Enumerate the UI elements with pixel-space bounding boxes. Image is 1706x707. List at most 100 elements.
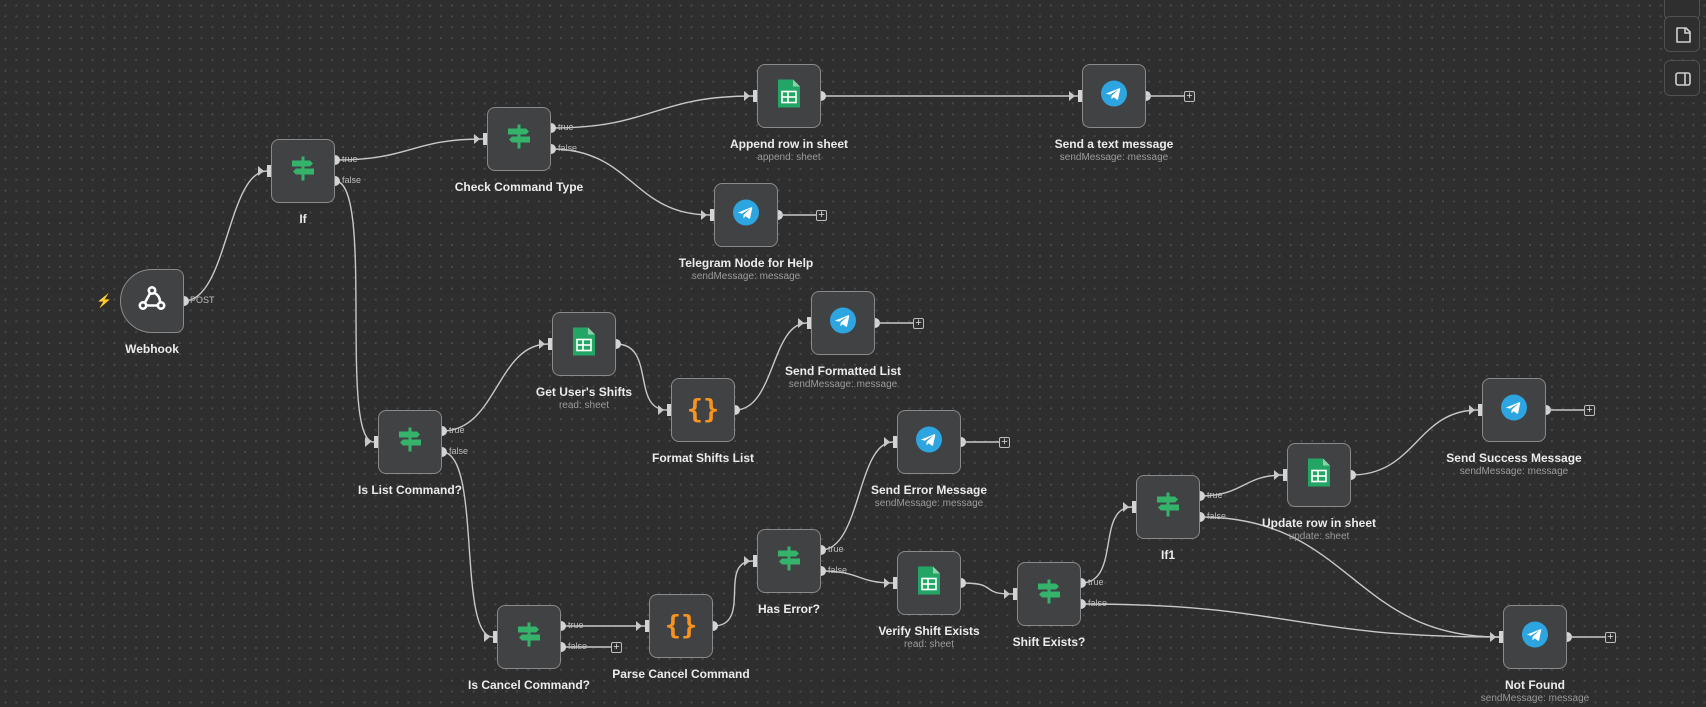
input-handle[interactable] — [753, 90, 757, 102]
node-send-text[interactable] — [1082, 64, 1146, 128]
connection-line[interactable] — [334, 138, 484, 161]
input-handle[interactable] — [667, 404, 671, 416]
node-has-error[interactable] — [757, 529, 821, 593]
input-handle[interactable] — [1013, 588, 1017, 600]
if-signpost-icon — [514, 620, 544, 655]
arrow-head — [1123, 502, 1129, 512]
arrow-head — [1274, 470, 1280, 480]
add-node-button[interactable]: + — [1605, 631, 1616, 643]
node-check-command-type[interactable] — [487, 107, 551, 171]
input-handle[interactable] — [1478, 404, 1482, 416]
connection-line[interactable] — [820, 570, 894, 584]
node-subtitle: sendMessage: message — [1059, 152, 1169, 163]
node-if1[interactable] — [1136, 475, 1200, 539]
node-telegram-help[interactable] — [714, 183, 778, 247]
input-handle[interactable] — [1078, 90, 1082, 102]
node-webhook[interactable] — [120, 269, 184, 333]
node-label: Parse Cancel Command — [612, 667, 750, 681]
node-label: Verify Shift Exists — [878, 624, 980, 638]
node-label: Send Success Message — [1446, 451, 1582, 465]
input-handle[interactable] — [753, 555, 757, 567]
connection-line[interactable] — [183, 170, 268, 302]
code-braces-icon: {} — [686, 394, 720, 426]
node-label: Append row in sheet — [729, 137, 848, 151]
connection-line[interactable] — [1199, 516, 1500, 638]
input-handle[interactable] — [548, 338, 552, 350]
connection-line[interactable] — [712, 560, 754, 627]
add-node-button[interactable]: + — [816, 209, 827, 221]
arrow-head — [884, 578, 890, 588]
port-label-false: false — [1088, 598, 1108, 608]
input-handle[interactable] — [710, 209, 714, 221]
node-is-cancel[interactable] — [497, 605, 561, 669]
connection-line[interactable] — [441, 343, 549, 432]
if-signpost-icon — [1153, 490, 1183, 525]
input-handle[interactable] — [267, 165, 271, 177]
node-not-found[interactable] — [1503, 605, 1567, 669]
connection-line[interactable] — [1080, 506, 1133, 584]
connection-line[interactable] — [960, 582, 1014, 595]
node-verify-shift[interactable] — [897, 551, 961, 615]
connection-line[interactable] — [1350, 409, 1479, 476]
sticky-note-icon — [1676, 27, 1691, 43]
node-subtitle: update: sheet — [1288, 531, 1350, 542]
input-handle[interactable] — [645, 620, 649, 632]
add-node-button[interactable]: + — [913, 317, 924, 329]
node-label: Webhook — [125, 342, 179, 356]
port-label-false: false — [828, 565, 848, 575]
webhook-icon — [136, 283, 168, 320]
connection-line[interactable] — [615, 343, 668, 411]
connection-line[interactable] — [334, 180, 375, 443]
add-node-button[interactable]: + — [1184, 90, 1195, 102]
google-sheets-icon — [776, 78, 802, 115]
arrow-head — [474, 134, 480, 144]
connection-line[interactable] — [734, 322, 808, 411]
input-handle[interactable] — [483, 133, 487, 145]
arrow-head — [484, 632, 490, 642]
input-handle[interactable] — [374, 436, 378, 448]
node-label: If — [299, 212, 307, 226]
port-label-false: false — [342, 175, 362, 185]
arrow-head — [744, 91, 750, 101]
input-handle[interactable] — [1499, 631, 1503, 643]
add-sticky-note-button[interactable] — [1664, 16, 1700, 52]
node-parse-cancel[interactable]: {} — [649, 594, 713, 658]
node-format-shifts[interactable]: {} — [671, 378, 735, 442]
node-send-formatted[interactable] — [811, 291, 875, 355]
input-handle[interactable] — [493, 631, 497, 643]
arrow-head — [701, 210, 707, 220]
connection-line[interactable] — [1199, 474, 1284, 497]
node-is-list[interactable] — [378, 410, 442, 474]
node-label: Is List Command? — [357, 483, 462, 497]
telegram-icon — [1100, 80, 1128, 113]
node-label: Get User's Shifts — [535, 385, 633, 399]
node-subtitle: sendMessage: message — [1480, 693, 1590, 704]
input-handle[interactable] — [807, 317, 811, 329]
port-label-true: true — [1088, 577, 1104, 587]
input-handle[interactable] — [893, 577, 897, 589]
connection-line[interactable] — [550, 95, 754, 129]
connection-line[interactable] — [550, 148, 711, 216]
if-signpost-icon — [1034, 577, 1064, 612]
node-label: Format Shifts List — [651, 451, 754, 465]
node-update-row[interactable] — [1287, 443, 1351, 507]
input-handle[interactable] — [1283, 469, 1287, 481]
connection-line[interactable] — [441, 451, 494, 638]
node-send-success[interactable] — [1482, 378, 1546, 442]
input-handle[interactable] — [893, 436, 897, 448]
input-handle[interactable] — [1132, 501, 1136, 513]
add-node-button[interactable]: + — [999, 436, 1010, 448]
connection-line[interactable] — [1080, 603, 1500, 638]
add-node-button[interactable]: + — [1584, 404, 1595, 416]
add-node-button[interactable]: + — [611, 641, 622, 653]
node-if[interactable] — [271, 139, 335, 203]
toggle-panel-icon — [1675, 72, 1691, 86]
connection-line[interactable] — [820, 441, 894, 551]
node-send-error[interactable] — [897, 410, 961, 474]
node-get-shifts[interactable] — [552, 312, 616, 376]
toggle-panel-button[interactable] — [1664, 60, 1700, 96]
arrow-head — [258, 166, 264, 176]
node-shift-exists[interactable] — [1017, 562, 1081, 626]
lightning-bolt-icon: ⚡ — [96, 293, 113, 308]
node-append-row[interactable] — [757, 64, 821, 128]
